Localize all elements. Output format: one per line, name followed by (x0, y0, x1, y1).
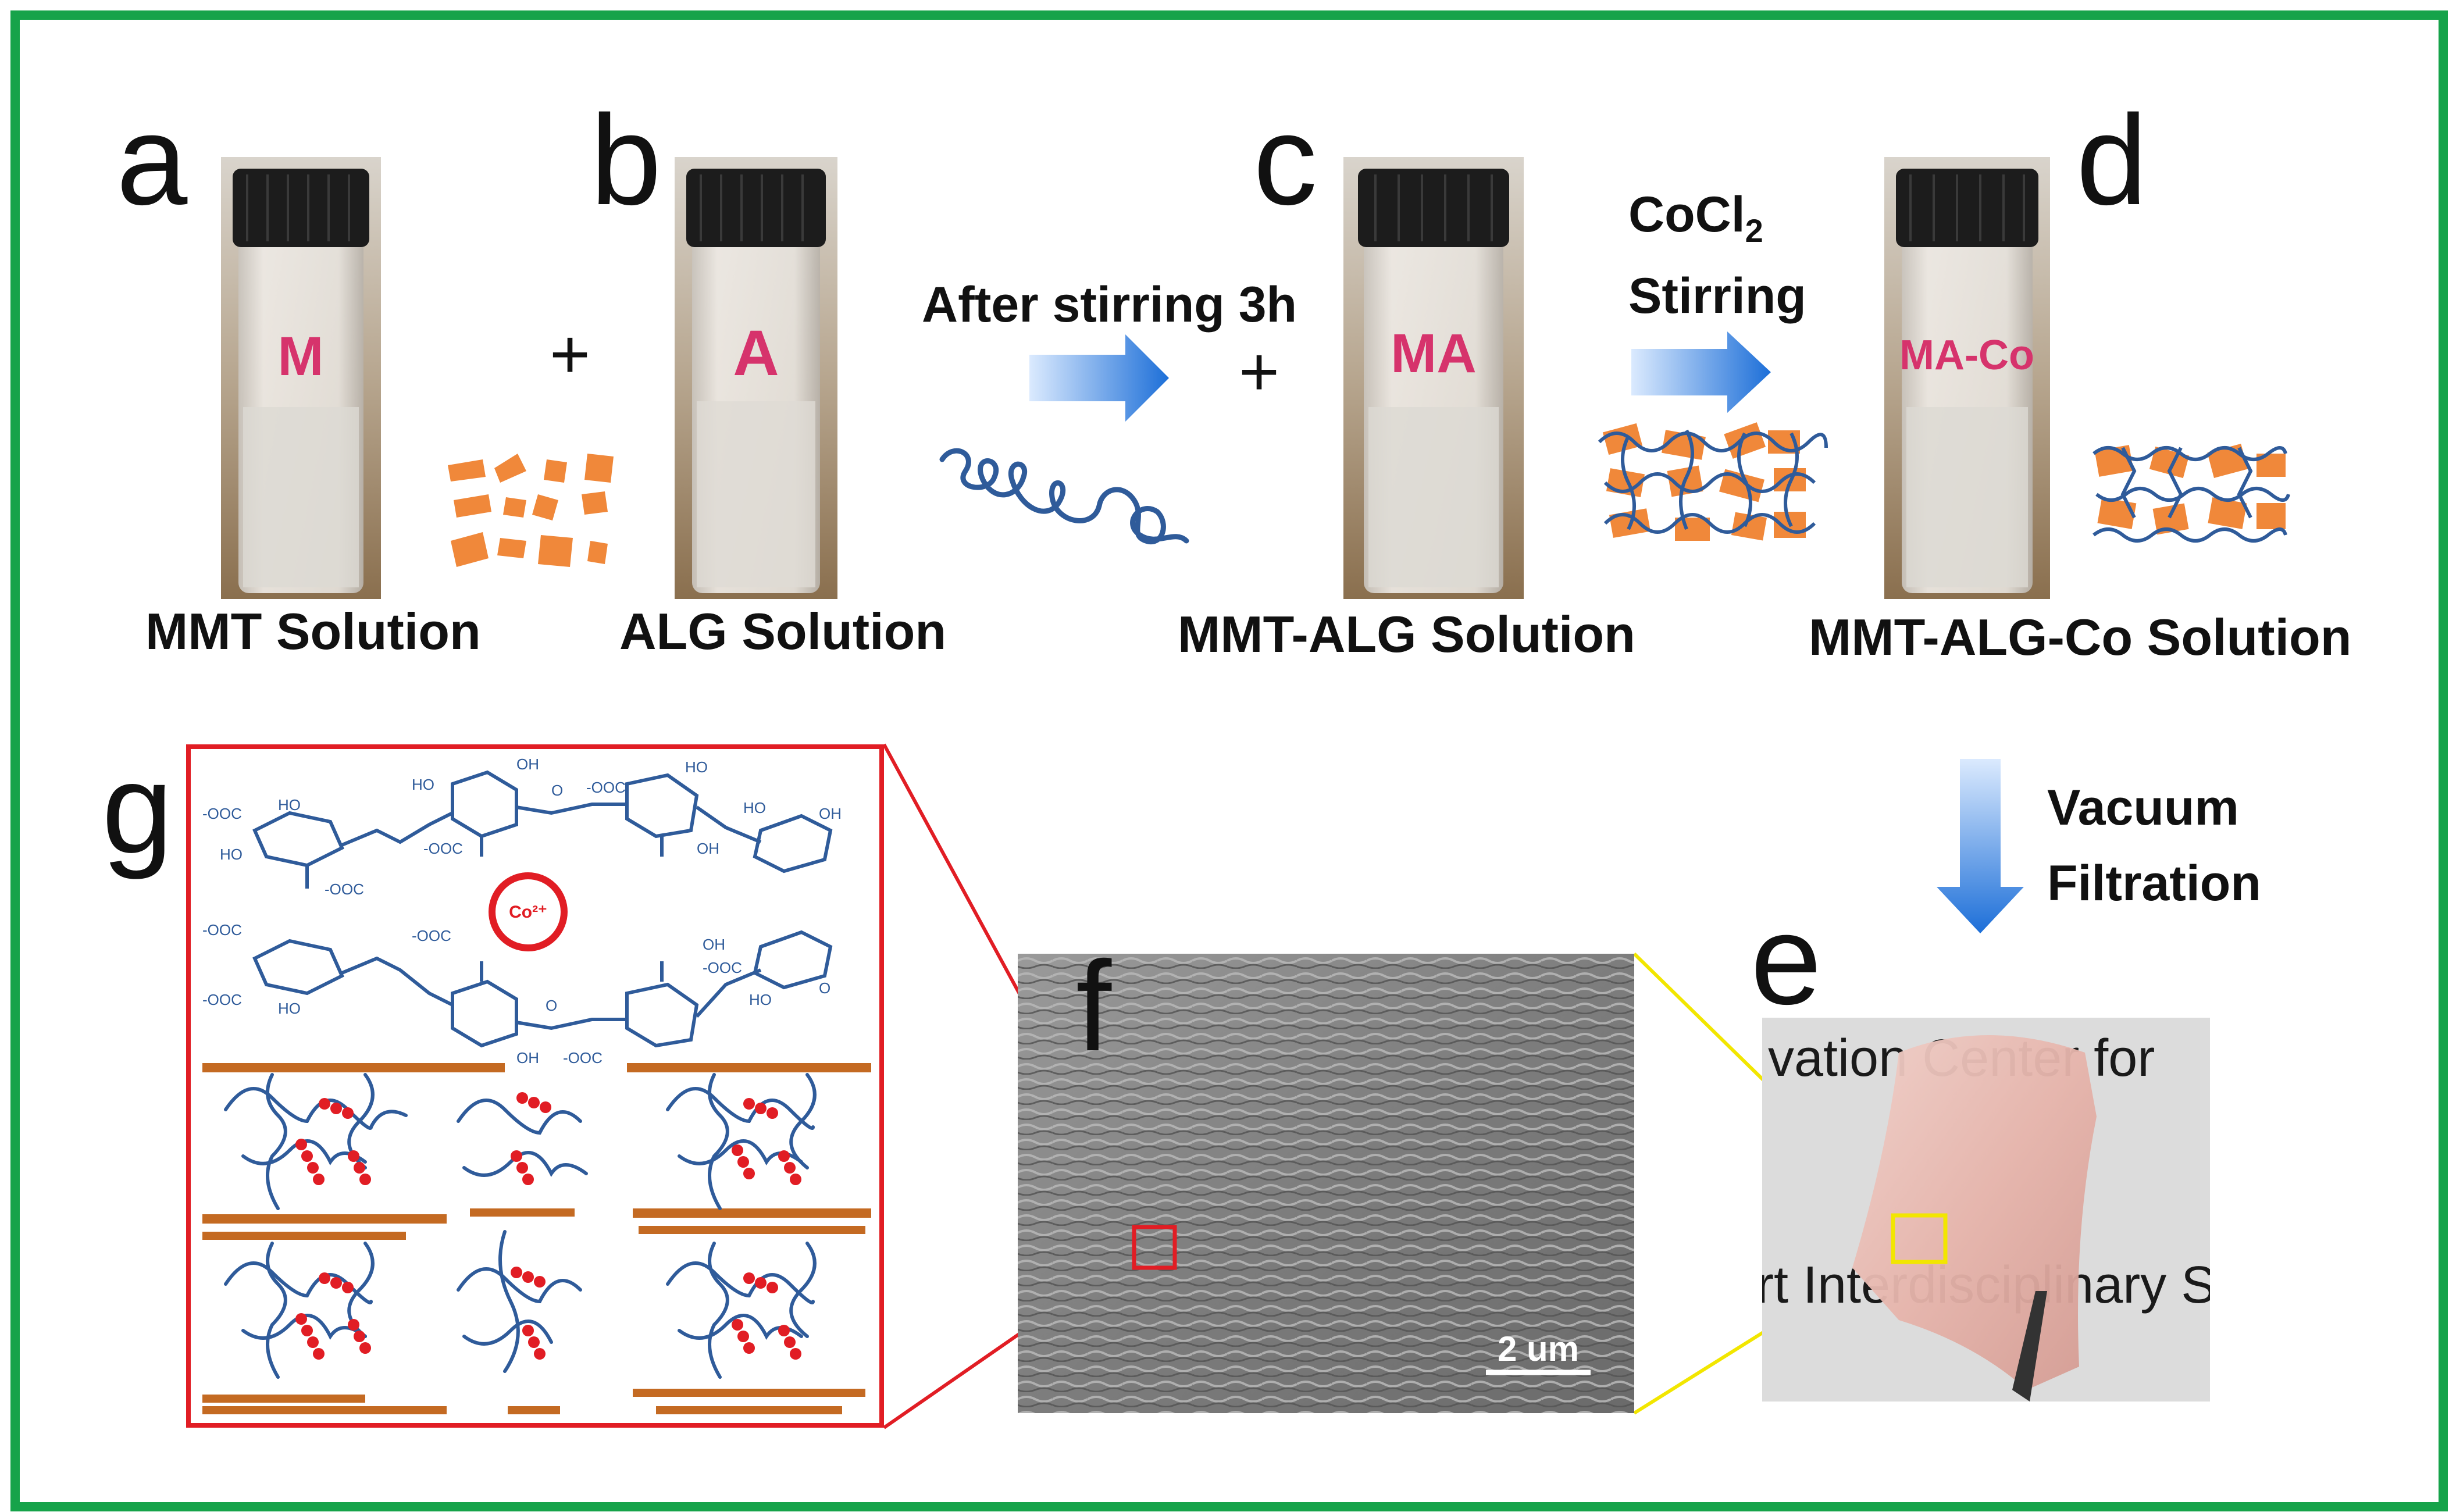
zoom-box-f (1132, 1225, 1177, 1270)
mmt-alg-network-icon (1598, 422, 1828, 541)
svg-text:HO: HO (412, 776, 434, 793)
step-stirring-3h: After stirring 3h (922, 277, 1297, 333)
svg-text:HO: HO (278, 796, 301, 814)
step-filtration: Filtration (2047, 855, 2261, 911)
vial-label-a: M (277, 326, 323, 387)
arrow-right-cocl2 (1631, 331, 1771, 413)
svg-text:HO: HO (749, 991, 772, 1008)
co-ion-icon: Co²⁺ (489, 872, 568, 951)
arrow-right-stirring (1029, 334, 1169, 422)
vial-photo-b: A (675, 157, 837, 599)
plus-sign-1: + (550, 315, 591, 393)
panel-e-film-photo: vation Center for rt Interdisciplinary S… (1762, 1018, 2210, 1402)
panel-letter-g: g (102, 737, 173, 880)
svg-text:O: O (551, 782, 563, 799)
step-cocl2: CoCl2 (1628, 187, 1763, 249)
alg-polymer-chain-icon (939, 448, 1189, 545)
alginate-chain-lower (252, 930, 833, 1048)
tweezers-icon (2012, 1291, 2047, 1402)
scale-bar-label: 2 um (1498, 1329, 1579, 1368)
panel-letter-f: f (1076, 935, 1112, 1078)
svg-text:-OOC: -OOC (325, 880, 364, 898)
panel-letter-e: e (1751, 888, 1822, 1031)
arrow-down-vacuum (1937, 759, 2024, 933)
svg-text:OH: OH (516, 1049, 539, 1067)
vial-photo-a: M (221, 157, 381, 599)
svg-text:-OOC: -OOC (423, 840, 463, 857)
chemical-group-labels: -OOC HO HO -OOC OH HO -OOC O -OOC OH HO … (202, 755, 842, 1067)
svg-text:OH: OH (697, 840, 719, 857)
plus-sign-2: + (1239, 333, 1280, 411)
svg-text:HO: HO (220, 846, 243, 863)
alginate-chain-upper (252, 770, 833, 889)
vial-photo-d: MA-Co (1884, 157, 2050, 599)
vial-label-c: MA (1391, 323, 1477, 384)
svg-text:-OOC: -OOC (412, 927, 451, 944)
step-vacuum: Vacuum (2047, 780, 2239, 836)
svg-text:HO: HO (685, 758, 708, 776)
svg-text:O: O (819, 979, 830, 997)
svg-text:-OOC: -OOC (202, 991, 242, 1008)
caption-mmt-solution: MMT Solution (145, 602, 481, 660)
mmt-platelets-icon (448, 454, 614, 567)
vial-label-b: A (733, 318, 779, 389)
panel-letter-c: c (1253, 88, 1317, 231)
caption-mmt-alg-co-solution: MMT-ALG-Co Solution (1809, 608, 2352, 666)
panel-f-sem-image: 2 um (1018, 954, 1634, 1413)
svg-text:OH: OH (516, 755, 539, 773)
zoom-box-e (1891, 1213, 1948, 1264)
mmt-alg-co-network-icon (2092, 443, 2290, 543)
svg-text:OH: OH (703, 936, 725, 953)
svg-text:Co²⁺: Co²⁺ (509, 903, 547, 922)
vial-photo-c: MA (1343, 157, 1524, 599)
panel-letter-a: a (116, 88, 188, 231)
svg-text:OH: OH (819, 805, 842, 822)
figure-frame (10, 10, 2448, 1511)
layered-network-schematic (202, 1063, 871, 1414)
svg-text:-OOC: -OOC (202, 921, 242, 939)
svg-text:HO: HO (743, 799, 766, 816)
caption-mmt-alg-solution: MMT-ALG Solution (1178, 605, 1635, 663)
panel-letter-d: d (2076, 88, 2148, 231)
caption-alg-solution: ALG Solution (619, 602, 947, 660)
svg-text:HO: HO (278, 1000, 301, 1017)
panel-g-schematic: -OOC HO HO -OOC OH HO -OOC O -OOC OH HO … (186, 744, 884, 1428)
svg-text:-OOC: -OOC (703, 959, 742, 976)
svg-text:O: O (546, 997, 557, 1014)
svg-text:-OOC: -OOC (586, 779, 626, 796)
svg-text:-OOC: -OOC (563, 1049, 603, 1067)
svg-text:-OOC: -OOC (202, 805, 242, 822)
vial-label-d: MA-Co (1899, 332, 2034, 379)
step-stirring: Stirring (1628, 268, 1806, 324)
panel-letter-b: b (590, 88, 662, 231)
